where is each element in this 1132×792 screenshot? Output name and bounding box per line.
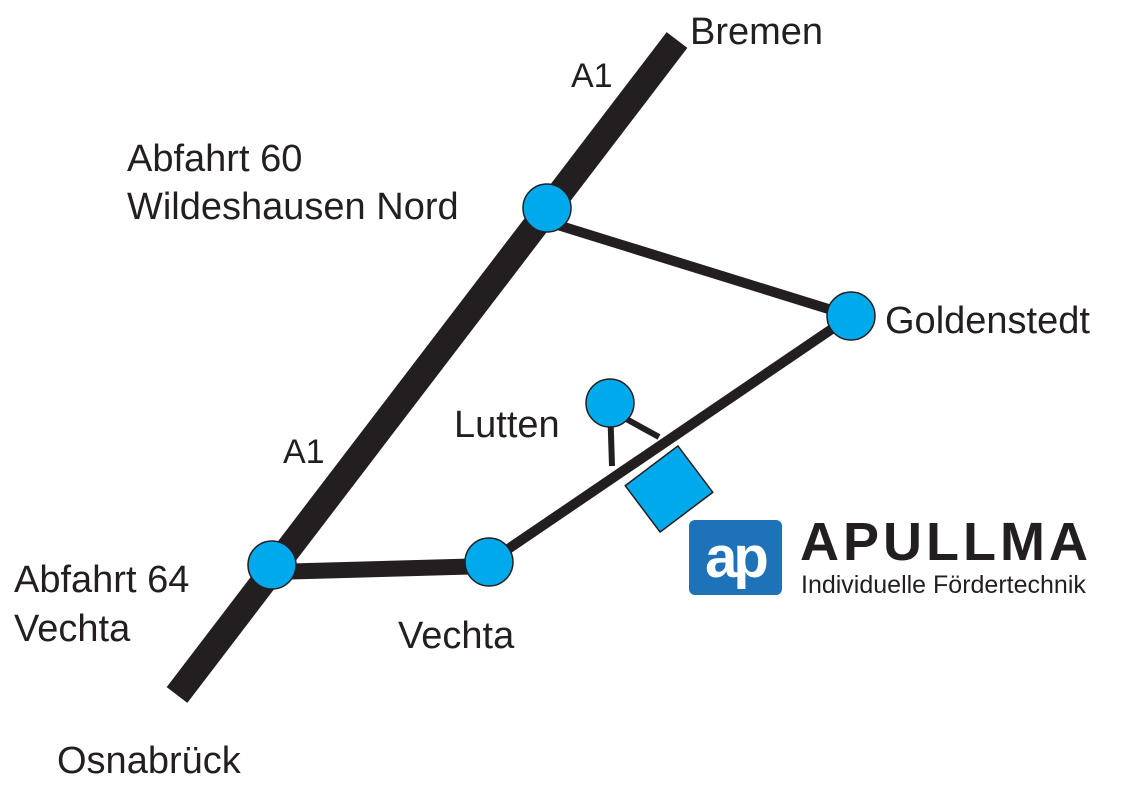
- exit-64-name: Vechta: [14, 608, 131, 650]
- svg-text:ap: ap: [705, 525, 767, 590]
- exit-60-name: Wildeshausen Nord: [127, 186, 459, 228]
- exit-60-number: Abfahrt 60: [127, 138, 303, 180]
- place-lutten: Lutten: [454, 404, 560, 446]
- highway-label-south: A1: [283, 433, 325, 471]
- place-vechta: Vechta: [398, 615, 515, 657]
- road-exit64-vechta: [271, 558, 490, 580]
- company-location-icon: [624, 444, 714, 534]
- exit-60-node: [522, 183, 572, 233]
- lutten-node: [585, 378, 635, 428]
- road-wildeshausen-goldenstedt: [546, 217, 853, 321]
- vechta-node: [464, 537, 514, 587]
- exit-64-number: Abfahrt 64: [14, 559, 190, 601]
- exit-64-node: [247, 540, 297, 590]
- goldenstedt-node: [826, 291, 876, 341]
- place-goldenstedt: Goldenstedt: [885, 300, 1090, 342]
- direction-bremen: Bremen: [690, 11, 824, 53]
- company-name: APULLMA: [800, 512, 1092, 572]
- direction-osnabrueck: Osnabrück: [57, 740, 241, 782]
- road-goldenstedt-vechta: [486, 311, 854, 567]
- highway-label-north: A1: [571, 57, 613, 95]
- ap-logo-icon: ap: [689, 520, 782, 595]
- company-tagline: Individuelle Fördertechnik: [801, 571, 1086, 599]
